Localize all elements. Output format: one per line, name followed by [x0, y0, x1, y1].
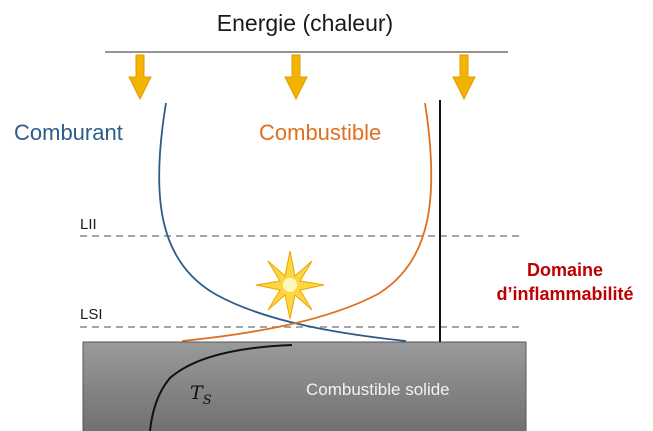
lsi-label: LSI	[80, 306, 103, 323]
temperature-curve	[149, 344, 293, 431]
down-arrow-icon	[284, 54, 308, 101]
combustible-curve	[181, 102, 433, 342]
domaine-label-line2: d’inflammabilité	[496, 284, 634, 304]
surface-temperature-label: TS	[190, 382, 212, 408]
ts-main: T	[190, 382, 203, 404]
comburant-curve	[158, 102, 407, 342]
domaine-label-line1: Domaine	[526, 260, 604, 280]
spark-icon	[255, 250, 325, 320]
solid-fuel-block	[82, 341, 527, 431]
comburant-label: Comburant	[14, 120, 123, 145]
down-arrow-icon	[452, 54, 476, 101]
down-arrow-icon	[128, 54, 152, 101]
domaine-label: Domaine d’inflammabilité	[470, 258, 653, 306]
solid-fuel-label: Combustible solide	[306, 380, 450, 399]
ts-sub: S	[202, 392, 212, 408]
combustible-label: Combustible	[259, 120, 382, 145]
diagram-title: Energie (chaleur)	[216, 10, 394, 36]
lii-label: LII	[80, 216, 97, 233]
